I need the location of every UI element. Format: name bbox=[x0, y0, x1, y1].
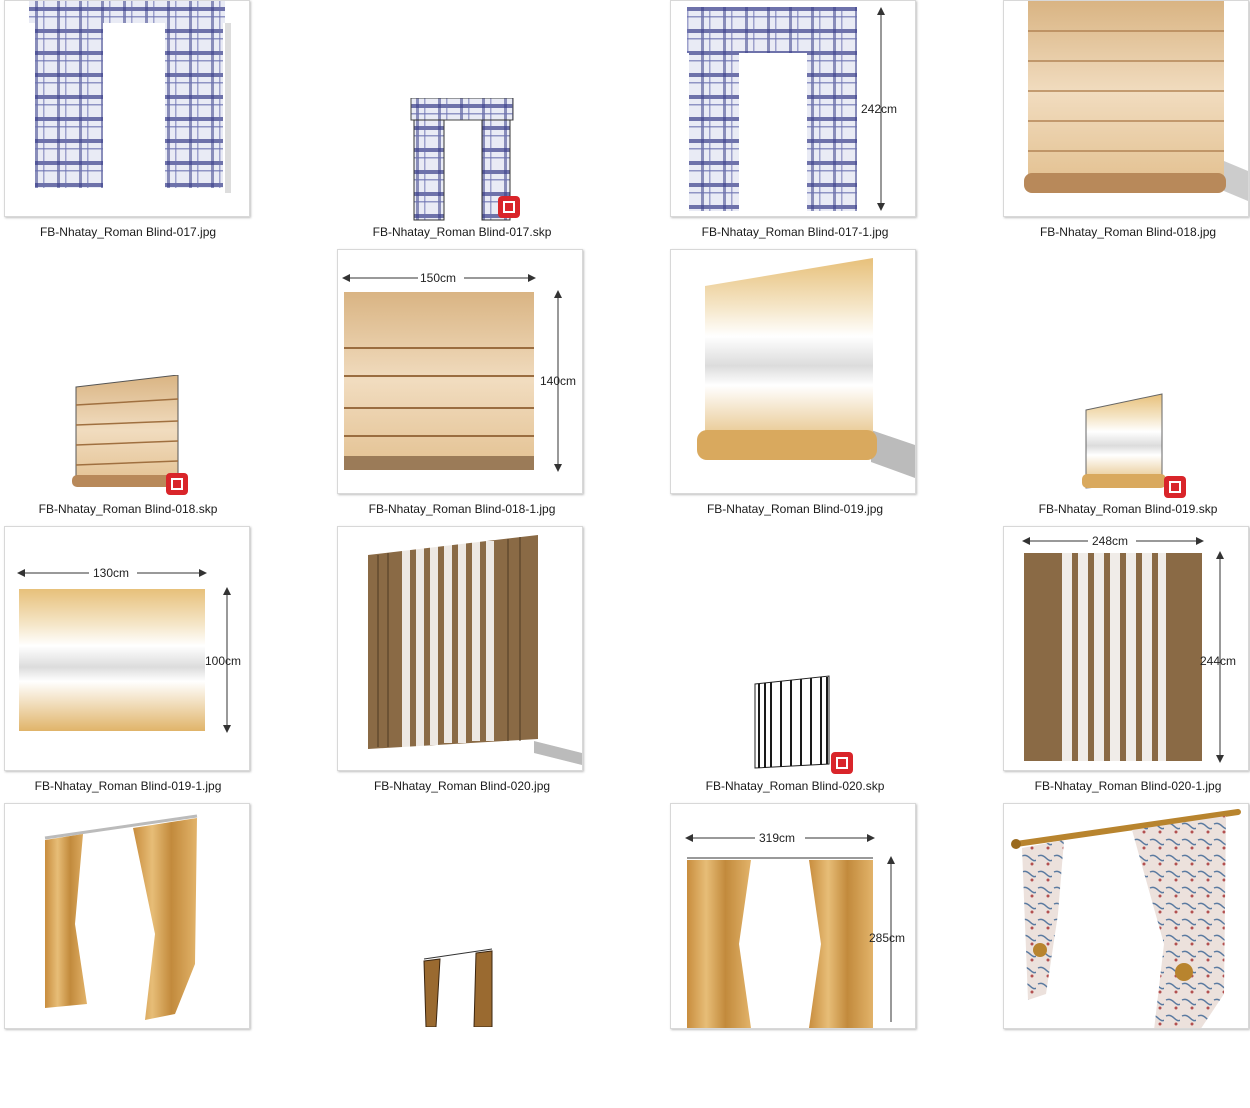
file-item[interactable] bbox=[1000, 803, 1250, 1108]
file-item[interactable]: 242cm FB-Nhatay_Roman Blind-017-1.jpg bbox=[667, 0, 1000, 277]
plaid-curtain-image bbox=[29, 1, 231, 193]
file-thumbnail[interactable] bbox=[70, 375, 194, 499]
file-name[interactable]: FB-Nhatay_Roman Blind-017-1.jpg bbox=[701, 225, 889, 239]
file-item[interactable]: FB-Nhatay_Roman Blind-017.jpg bbox=[0, 0, 333, 277]
file-item[interactable]: 150cm 140cm FB-Nhatay_Roman Blind-018-1.… bbox=[334, 249, 667, 554]
sketchup-file-icon bbox=[831, 752, 853, 774]
file-thumbnail[interactable] bbox=[422, 947, 498, 1027]
file-item[interactable]: FB-Nhatay_Roman Blind-019.skp bbox=[1000, 277, 1250, 554]
file-thumbnail[interactable] bbox=[337, 526, 583, 771]
plaid-curtain-dimension-image: 242cm bbox=[687, 7, 897, 211]
striped-curtain-model-image bbox=[754, 675, 853, 774]
plaid-curtain-model-image bbox=[410, 98, 520, 221]
dimension-label: 319cm bbox=[759, 831, 795, 845]
file-item[interactable]: 248cm 244cm FB-Nhatay_Roman Blind-020-1.… bbox=[1000, 526, 1250, 831]
dimension-label: 150cm bbox=[420, 271, 456, 285]
file-item[interactable]: FB-Nhatay_Roman Blind-017.skp bbox=[334, 0, 667, 277]
roman-blind-model-image bbox=[72, 375, 188, 495]
file-name[interactable]: FB-Nhatay_Roman Blind-018.skp bbox=[38, 502, 218, 516]
roman-blind-raised-model-image bbox=[1082, 393, 1186, 498]
file-item[interactable]: 130cm 100cm FB-Nhatay_Roman Blind-019-1.… bbox=[0, 526, 333, 831]
roman-blind-raised-image bbox=[697, 258, 915, 478]
file-thumbnail[interactable] bbox=[670, 249, 916, 494]
file-name[interactable]: FB-Nhatay_Roman Blind-020-1.jpg bbox=[1034, 779, 1222, 793]
striped-curtain-dimension-image: 248cm 244cm bbox=[1022, 533, 1236, 763]
sketchup-file-icon bbox=[166, 473, 188, 495]
roman-blind-dimension-image: 150cm 140cm bbox=[342, 270, 576, 472]
file-name[interactable]: FB-Nhatay_Roman Blind-017.skp bbox=[372, 225, 552, 239]
file-item[interactable] bbox=[0, 803, 333, 1108]
sketchup-file-icon bbox=[498, 196, 520, 218]
file-name[interactable]: FB-Nhatay_Roman Blind-018.jpg bbox=[1039, 225, 1217, 239]
file-thumbnail[interactable]: 242cm bbox=[670, 0, 916, 217]
file-item[interactable]: FB-Nhatay_Roman Blind-019.jpg bbox=[667, 249, 1000, 554]
dimension-label: 100cm bbox=[205, 654, 241, 668]
file-name[interactable]: FB-Nhatay_Roman Blind-020.jpg bbox=[373, 779, 551, 793]
file-item[interactable]: FB-Nhatay_Roman Blind-018.skp bbox=[0, 277, 333, 554]
file-thumbnail[interactable]: 248cm 244cm bbox=[1003, 526, 1249, 771]
file-item[interactable]: 319cm 285cm bbox=[667, 803, 1000, 1108]
file-thumbnail-grid: FB-Nhatay_Roman Blind-017.jpg FB-Nhatay_… bbox=[0, 0, 1250, 1029]
gold-drape-dimension-image: 319cm 285cm bbox=[685, 830, 905, 1028]
file-name[interactable]: FB-Nhatay_Roman Blind-018-1.jpg bbox=[368, 502, 556, 516]
file-name[interactable]: FB-Nhatay_Roman Blind-019-1.jpg bbox=[34, 779, 222, 793]
roman-blind-dimension-image: 130cm 100cm bbox=[17, 565, 241, 733]
file-thumbnail[interactable] bbox=[1080, 392, 1192, 500]
dimension-label: 285cm bbox=[869, 931, 905, 945]
gold-drape-curtain-model-image bbox=[423, 948, 493, 1027]
sketchup-file-icon bbox=[1164, 476, 1186, 498]
file-thumbnail[interactable]: 319cm 285cm bbox=[670, 803, 916, 1029]
file-thumbnail[interactable]: 130cm 100cm bbox=[4, 526, 250, 771]
dimension-label: 244cm bbox=[1200, 654, 1236, 668]
file-thumbnail[interactable] bbox=[4, 0, 250, 217]
roman-blind-image bbox=[1024, 1, 1248, 201]
file-thumbnail[interactable] bbox=[1003, 0, 1249, 217]
dimension-label: 242cm bbox=[861, 102, 897, 116]
file-item[interactable] bbox=[334, 831, 667, 1108]
gold-drape-curtain-image bbox=[44, 814, 198, 1020]
file-name[interactable]: FB-Nhatay_Roman Blind-019.skp bbox=[1038, 502, 1218, 516]
file-item[interactable]: FB-Nhatay_Roman Blind-020.skp bbox=[667, 554, 1000, 831]
file-item[interactable]: FB-Nhatay_Roman Blind-020.jpg bbox=[334, 526, 667, 831]
file-name[interactable]: FB-Nhatay_Roman Blind-019.jpg bbox=[706, 502, 884, 516]
file-thumbnail[interactable]: 150cm 140cm bbox=[337, 249, 583, 494]
dimension-label: 140cm bbox=[540, 374, 576, 388]
file-item[interactable]: FB-Nhatay_Roman Blind-018.jpg bbox=[1000, 0, 1250, 277]
file-name[interactable]: FB-Nhatay_Roman Blind-017.jpg bbox=[39, 225, 217, 239]
patterned-curtain-rod-image bbox=[1011, 809, 1241, 1028]
file-thumbnail[interactable] bbox=[1003, 803, 1249, 1029]
striped-curtain-image bbox=[368, 535, 582, 765]
dimension-label: 130cm bbox=[93, 566, 129, 580]
dimension-label: 248cm bbox=[1092, 534, 1128, 548]
file-name[interactable]: FB-Nhatay_Roman Blind-020.skp bbox=[705, 779, 885, 793]
file-thumbnail[interactable] bbox=[751, 674, 863, 778]
file-thumbnail[interactable] bbox=[408, 98, 520, 222]
file-thumbnail[interactable] bbox=[4, 803, 250, 1029]
